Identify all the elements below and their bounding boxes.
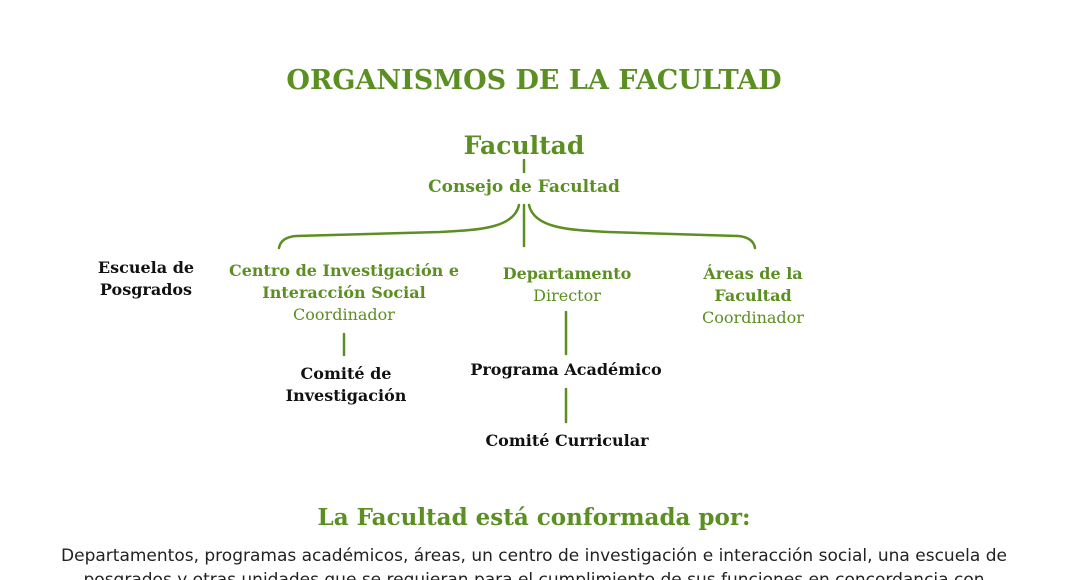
facultad-node: Facultad	[463, 131, 585, 160]
comite-curricular-node: Comité Curricular	[485, 431, 649, 450]
areas-head: Coordinador	[702, 308, 804, 327]
areas-name: Áreas de la Facultad	[703, 264, 803, 305]
composition-heading: La Facultad está conformada por:	[317, 504, 751, 531]
page-title: ORGANISMOS DE LA FACULTAD	[286, 65, 782, 96]
centro-investigacion-node: Centro de Investigación e Interacción So…	[220, 260, 468, 326]
departamento-name: Departamento	[502, 264, 632, 283]
composition-text: Departamentos, programas académicos, áre…	[61, 546, 1007, 580]
connector-council-areas	[527, 203, 757, 250]
programa-academico-node: Programa Académico	[470, 360, 662, 379]
consejo-node: Consejo de Facultad	[428, 177, 620, 197]
connector-council-centro	[277, 203, 521, 250]
departamento-node: Departamento Director	[482, 263, 652, 307]
departamento-head: Director	[533, 286, 601, 305]
centro-head: Coordinador	[293, 305, 395, 324]
centro-name: Centro de Investigación e Interacción So…	[228, 261, 460, 302]
escuela-posgrados-node: Escuela de Posgrados	[97, 258, 195, 299]
comite-investigacion-node: Comité de Investigación	[285, 364, 407, 405]
areas-node: Áreas de la Facultad Coordinador	[680, 263, 826, 329]
